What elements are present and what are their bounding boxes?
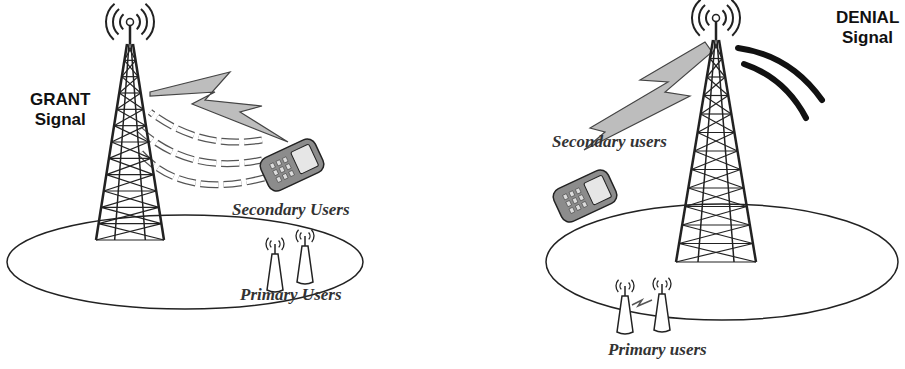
cell-tower	[96, 4, 164, 240]
lightning-bolt	[150, 72, 288, 142]
coverage-area	[7, 215, 363, 309]
user-label: Secondary Users	[232, 200, 350, 220]
mobile-phone	[257, 136, 327, 194]
user-label: Primary users	[608, 340, 707, 360]
primary-user-antenna	[616, 280, 634, 334]
signal-label: DENIAL Signal	[836, 8, 899, 47]
cell-tower	[676, 0, 756, 262]
mobile-phone	[550, 167, 620, 225]
user-label: Secondary users	[552, 132, 667, 152]
coverage-area	[546, 204, 898, 320]
grant-signal	[150, 112, 262, 142]
link-spark	[632, 300, 652, 306]
primary-user-antenna	[296, 230, 314, 284]
denial-signal	[744, 64, 806, 118]
primary-user-antenna	[266, 238, 284, 292]
primary-user-antenna	[653, 278, 671, 332]
grant-signal	[140, 130, 262, 164]
signal-label: GRANT Signal	[30, 90, 90, 129]
grant-signal	[138, 150, 264, 185]
denial-signal	[738, 48, 822, 100]
user-label: Primary Users	[240, 285, 342, 305]
